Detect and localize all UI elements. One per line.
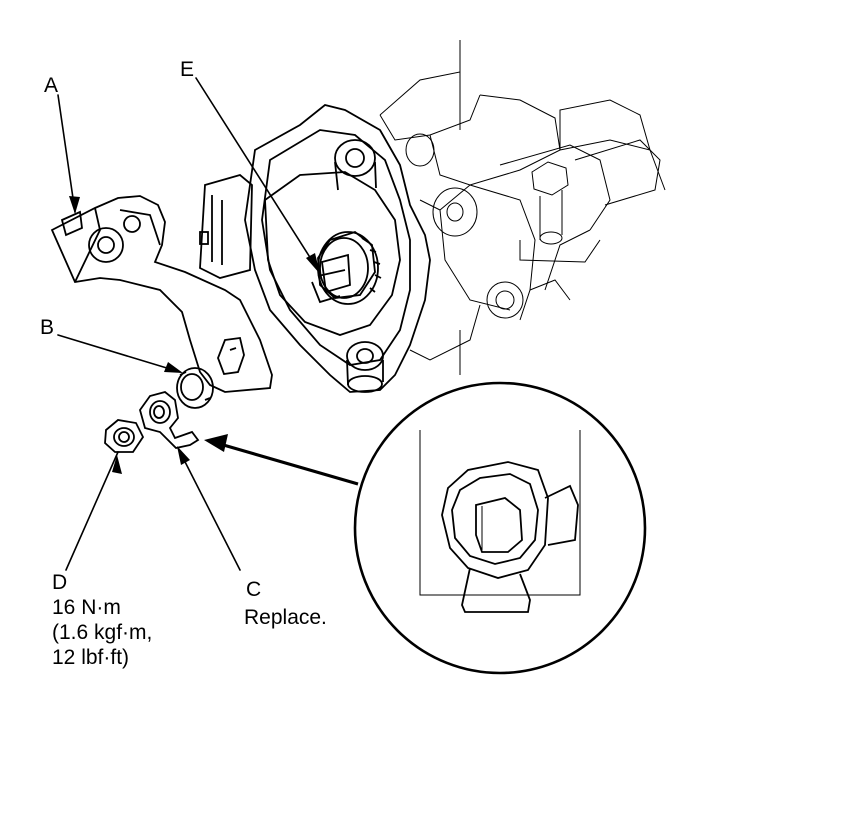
- label-a: A: [44, 74, 58, 97]
- label-b: B: [40, 316, 54, 339]
- transmission-housing: [379, 40, 666, 375]
- detail-pointer-arrow: [204, 434, 359, 486]
- arrowhead-c: [177, 446, 190, 465]
- leader-e: [195, 77, 319, 271]
- label-d-torque-kgf: (1.6 kgf·m,: [52, 621, 152, 644]
- label-c-note: Replace.: [244, 606, 327, 629]
- shift-position-sensor: [199, 104, 431, 393]
- label-e: E: [180, 58, 194, 81]
- leader-d: [65, 451, 119, 571]
- leader-a: [57, 94, 76, 213]
- control-lever: [50, 195, 273, 393]
- label-d-torque-nm: 16 N·m: [52, 596, 121, 619]
- arrowhead-d: [112, 455, 122, 474]
- lock-nut: [104, 419, 145, 453]
- label-d: D: [52, 571, 67, 594]
- arrowhead-b: [164, 362, 183, 373]
- label-c: C: [246, 578, 261, 601]
- arrowheads: [69, 196, 320, 474]
- arrowhead-a: [69, 196, 80, 214]
- washer: [176, 367, 214, 409]
- arrowhead-e: [306, 253, 320, 274]
- callout-labels: A E B D 16 N·m (1.6 kgf·m, 12 lbf·ft) C …: [40, 58, 327, 669]
- label-d-torque-lbf: 12 lbf·ft): [52, 646, 129, 669]
- lock-plate: [139, 391, 200, 449]
- leader-lines: [57, 77, 319, 571]
- detail-view: [353, 381, 647, 675]
- leader-b: [57, 334, 181, 373]
- leader-c: [177, 447, 241, 571]
